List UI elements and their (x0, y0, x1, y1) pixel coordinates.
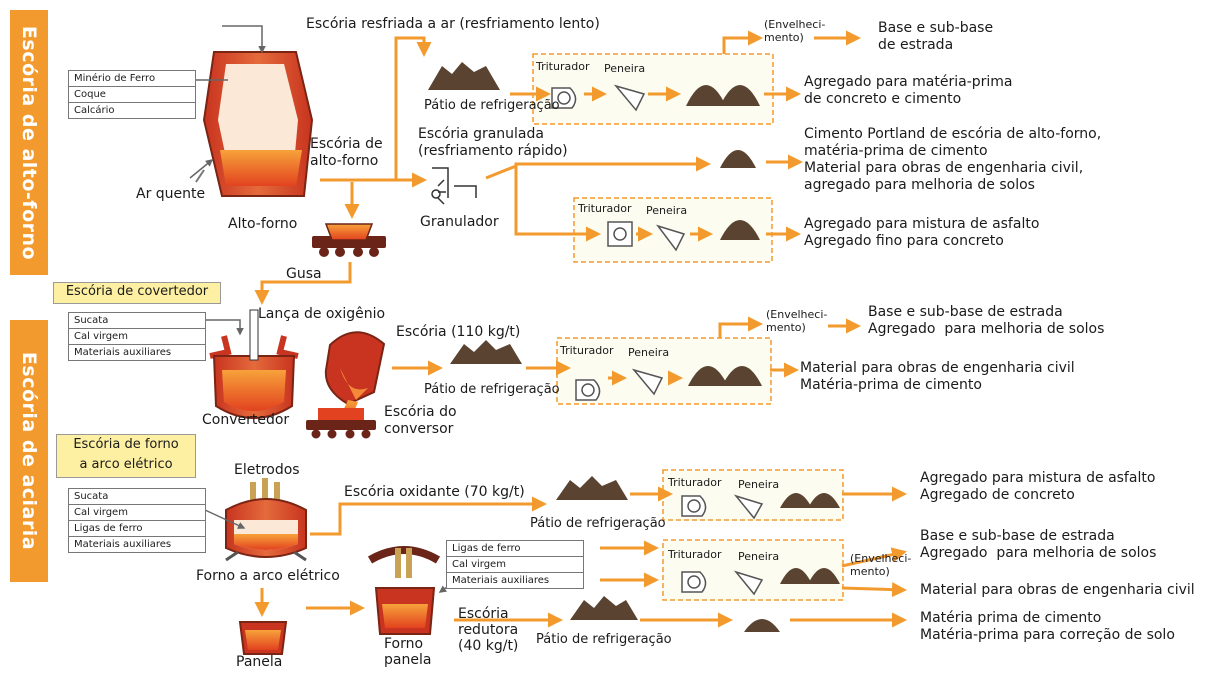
conv-input-list: Sucata Cal virgem Materiais auxiliares (68, 312, 206, 361)
eaf-output-cement: Matéria prima de cimento Matéria-prima p… (920, 610, 1175, 643)
converter-slag-title: Escória de covertedor (53, 282, 221, 304)
slag-piles (428, 62, 638, 620)
input-item: Ligas de ferro (69, 521, 205, 537)
ladle-input-list: Ligas de ferro Cal virgem Materiais auxi… (446, 540, 584, 589)
pig-iron-label: Gusa (286, 266, 322, 282)
eaf-output-road: Base e sub-base de estrada Agregado para… (920, 528, 1157, 561)
electric-arc-furnace (225, 478, 307, 562)
sieve-label: Peneira (628, 346, 670, 359)
sieve-label: Peneira (604, 62, 646, 75)
converter-tilting (306, 331, 386, 439)
aggregate-mounds (686, 85, 840, 632)
granulator-icon (431, 167, 477, 205)
cooling-yard-label: Pátio de refrigeração (530, 516, 666, 531)
crusher-label: Triturador (578, 202, 632, 215)
input-item: Cal virgem (69, 505, 205, 521)
cooling-yard-label: Pátio de refrigeração (424, 382, 560, 397)
ladle-furnace (367, 546, 441, 635)
output-portland-cement: Cimento Portland de escória de alto-forn… (804, 126, 1102, 193)
conv-slag-rate-label: Escória (110 kg/t) (396, 324, 521, 340)
output-road-base: Base e sub-base de estrada (878, 20, 994, 53)
blast-furnace-label: Alto-forno (228, 216, 298, 232)
converter-slag-label: Escória do conversor (384, 404, 457, 437)
reducing-slag-label: Escória redutora (40 kg/t) (458, 606, 519, 654)
converter-label: Convertedor (202, 412, 290, 428)
crusher-label: Triturador (536, 60, 590, 73)
crusher-label: Triturador (560, 344, 614, 357)
sieve-label: Peneira (646, 204, 688, 217)
side-label-steel: Escória de aciaria (10, 320, 48, 582)
sieve-label: Peneira (738, 550, 780, 563)
aging-label: (Envelheci- mento) (766, 308, 828, 334)
crusher-icons (551, 87, 707, 593)
eaf-label: Forno a arco elétrico (196, 568, 340, 584)
hot-air-label: Ar quente (136, 186, 206, 202)
input-item: Ligas de ferro (447, 541, 583, 557)
input-item: Materiais auxiliares (74, 539, 172, 550)
input-item: Sucata (69, 489, 205, 505)
granulated-slag-label: Escória granulada (resfriamento rápido) (418, 126, 568, 159)
input-item: Minério de Ferro (69, 71, 195, 87)
granulator-label: Granulador (420, 214, 499, 230)
oxygen-lance-label: Lança de oxigênio (258, 306, 386, 322)
eaf-input-list: Sucata Cal virgem Ligas de ferro Materia… (68, 488, 206, 553)
oxidizing-slag-label: Escória oxidante (70 kg/t) (344, 484, 525, 500)
output-concrete-aggregate: Agregado para matéria-prima de concreto … (804, 74, 1013, 107)
sieve-label: Peneira (738, 478, 780, 491)
output-asphalt-aggregate: Agregado para mistura de asfalto Agregad… (804, 216, 1040, 249)
air-cooled-slag-label: Escória resfriada a ar (resfriamento len… (306, 16, 600, 32)
eaf-output-civil: Material para obras de engenharia civil (920, 582, 1195, 598)
torpedo-car (312, 223, 386, 257)
input-item: Cal virgem (447, 557, 583, 573)
cooling-yard-label: Pátio de refrigeração (536, 632, 672, 647)
ladle-furnace-label: Forno panela (384, 636, 432, 668)
input-item: Materiais auxiliares (452, 575, 550, 586)
crusher-label: Triturador (668, 476, 722, 489)
input-item: Cal virgem (69, 329, 205, 345)
eaf-output-asphalt: Agregado para mistura de asfalto Agregad… (920, 470, 1156, 503)
aging-label: (Envelheci- mento) (850, 552, 912, 578)
input-item: Materiais auxiliares (74, 347, 172, 358)
bf-input-list: Minério de Ferro Coque Calcário (68, 70, 196, 119)
converter-vessel (209, 309, 299, 419)
ladle-label: Panela (236, 654, 283, 670)
electrodes-label: Eletrodos (234, 462, 300, 478)
aging-label: (Envelheci- mento) (764, 18, 826, 44)
ladle (238, 621, 288, 655)
sieve-icons (613, 84, 764, 596)
crusher-label: Triturador (668, 548, 722, 561)
conv-output-road: Base e sub-base de estrada Agregado para… (868, 304, 1105, 337)
bf-slag-label: Escória de alto-forno (310, 136, 383, 169)
eaf-slag-title: Escória de forno a arco elétrico (56, 434, 196, 478)
side-label-blast-furnace: Escória de alto-forno (10, 10, 48, 275)
input-item: Calcário (74, 105, 115, 116)
conv-output-civil: Material para obras de engenharia civil … (800, 360, 1075, 393)
blast-furnace (195, 51, 314, 197)
input-item: Sucata (69, 313, 205, 329)
cooling-yard-label: Pátio de refrigeração (424, 98, 560, 113)
input-item: Coque (69, 87, 195, 103)
